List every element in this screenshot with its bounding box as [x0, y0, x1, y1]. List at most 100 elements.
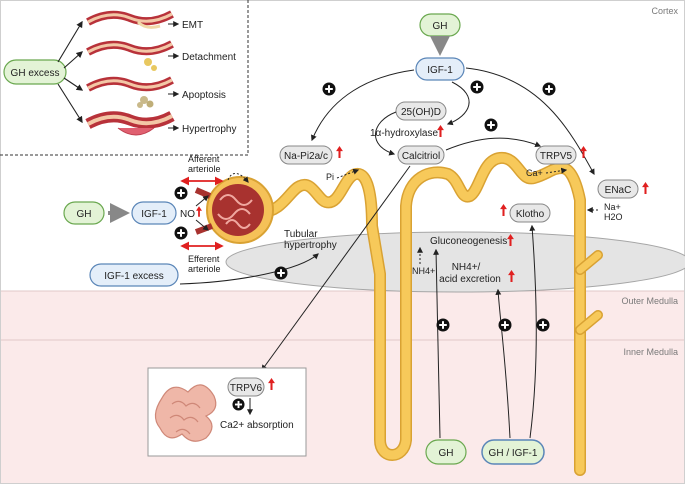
gh-label-bottom: GH: [439, 448, 454, 459]
duct-branch-fill: [576, 251, 602, 274]
igf1-pill-glomerular: [131, 201, 177, 225]
hydroxylase-label: 1α-hydroxylase: [370, 128, 438, 139]
arrow-to-hypertrophy: [57, 83, 83, 124]
trpv6-label: TRPV6: [230, 383, 263, 394]
tubule-lumen-emt: [87, 12, 173, 24]
vitd-to-calcitriol-arrow: [375, 111, 397, 156]
igf1-label-top: IGF-1: [427, 65, 453, 76]
plus-icon: [498, 318, 512, 332]
gh-pill-bottom: [425, 439, 467, 465]
apoptotic-body: [137, 102, 143, 108]
tubule-lumen-detachment: [87, 42, 173, 54]
igf1-excess-arrow: [179, 253, 319, 285]
acid-excretion-2: acid excretion: [439, 274, 501, 285]
hypertrophic-cells: [117, 127, 155, 136]
pi-label: Pi: [326, 172, 334, 182]
ca-absorption-label: Ca2+ absorption: [220, 420, 294, 431]
gh-pill-glomerular: [63, 201, 105, 225]
ca-transport-arrow: [545, 167, 568, 174]
tubular-hypertrophy-1: Tubular: [284, 229, 318, 240]
zone-label-inner-medulla: Inner Medulla: [623, 347, 678, 357]
na-label: Na+: [604, 202, 621, 212]
tubule-lumen-apoptosis: [87, 78, 173, 90]
capillary-loops: [217, 194, 253, 229]
no-to-efferent-arrow: [195, 219, 209, 231]
no-label: NO: [180, 209, 195, 220]
gh-label-top: GH: [433, 21, 448, 32]
igf1-to-hydroxylase-arrow: [446, 81, 470, 126]
efferent-label-2: arteriole: [188, 264, 221, 274]
plus-icon: [484, 118, 498, 132]
nephron-tubule: [256, 152, 603, 476]
apoptotic-body: [140, 96, 148, 104]
effect-detachment: Detachment: [182, 52, 236, 63]
klotho-label: Klotho: [516, 209, 545, 220]
plus-icon: [470, 80, 484, 94]
gh-excess-inset: GH excess EMT Detachment Apoptosis Hyper…: [3, 10, 236, 136]
tubule-body: [257, 153, 585, 475]
trpv5-pill: [535, 145, 577, 165]
calcitriol-to-trpv5-arrow: [445, 137, 542, 151]
trpv6-pill: [227, 377, 265, 397]
intestine-folds: [169, 400, 201, 435]
ghigf1-to-klotho-arrow: [529, 224, 537, 439]
plus-icon: [322, 82, 336, 96]
igf1-pill-top: [415, 57, 465, 81]
calcitriol-to-trpv6-arrow: [261, 165, 411, 371]
zone-label-cortex: Cortex: [651, 6, 678, 16]
igf1-label-glomerular: IGF-1: [141, 209, 167, 220]
ca-label: Ca+: [526, 168, 543, 178]
calcitriol-pill: [397, 145, 445, 165]
no-to-afferent-arrow: [195, 195, 209, 207]
ghigf1-to-acid-arrow: [495, 288, 511, 439]
zone-label-outer-medulla: Outer Medulla: [621, 296, 678, 306]
trpv5-label: TRPV5: [540, 151, 573, 162]
igf1-to-enac-arrow: [465, 67, 595, 176]
intestine-icon: [154, 384, 217, 442]
gh-to-gluconeogenesis-arrow: [433, 248, 441, 439]
glomerulus: [194, 173, 274, 244]
duct-branch-fill: [576, 311, 602, 334]
inset-frame: [0, 0, 249, 156]
vitd-label: 25(OH)D: [401, 107, 441, 118]
intestine-panel: TRPV6 Ca2+ absorption: [147, 367, 307, 457]
napi-pill: [279, 145, 333, 165]
igf1-excess-pill: [89, 263, 179, 287]
afferent-vessel: [194, 187, 212, 199]
detached-cell: [144, 58, 152, 66]
gluconeogenesis-region: [225, 231, 685, 293]
gh-igf1-label-bottom: GH / IGF-1: [489, 448, 538, 459]
tubule-lumen-hypertrophy: [87, 114, 173, 126]
gh-label-glomerular: GH: [77, 209, 92, 220]
efferent-label-1: Efferent: [188, 254, 220, 264]
vitd-pill: [395, 101, 447, 121]
gh-igf1-pill-bottom: [481, 439, 545, 465]
calcitriol-label: Calcitriol: [402, 151, 440, 162]
arrow-to-apoptosis: [63, 77, 84, 91]
h2o-label: H2O: [604, 212, 623, 222]
plus-icon: [542, 82, 556, 96]
plus-icon: [232, 398, 245, 411]
plus-icon: [174, 186, 188, 200]
afferent-label-1: Afferent: [188, 154, 220, 164]
acid-excretion-1: NH4+/: [452, 262, 481, 273]
plus-icon: [174, 226, 188, 240]
nh4-label: NH4+: [412, 266, 435, 276]
plus-icon: [536, 318, 550, 332]
arrow-to-emt: [57, 20, 83, 63]
gh-excess-pill: [3, 59, 67, 85]
plus-icon: [274, 266, 288, 280]
effect-emt: EMT: [182, 20, 203, 31]
afferent-label-2: arteriole: [188, 164, 221, 174]
enac-pill: [597, 179, 639, 199]
gh-excess-label: GH excess: [11, 68, 60, 79]
napi-label: Na-Pi2a/c: [284, 151, 328, 162]
apoptotic-body: [146, 100, 154, 108]
arrow-to-detachment: [63, 51, 83, 69]
emt-cells: [136, 20, 161, 29]
tubular-hypertrophy-2: hypertrophy: [284, 240, 337, 251]
effect-apoptosis: Apoptosis: [182, 90, 226, 101]
enac-label: ENaC: [605, 185, 632, 196]
